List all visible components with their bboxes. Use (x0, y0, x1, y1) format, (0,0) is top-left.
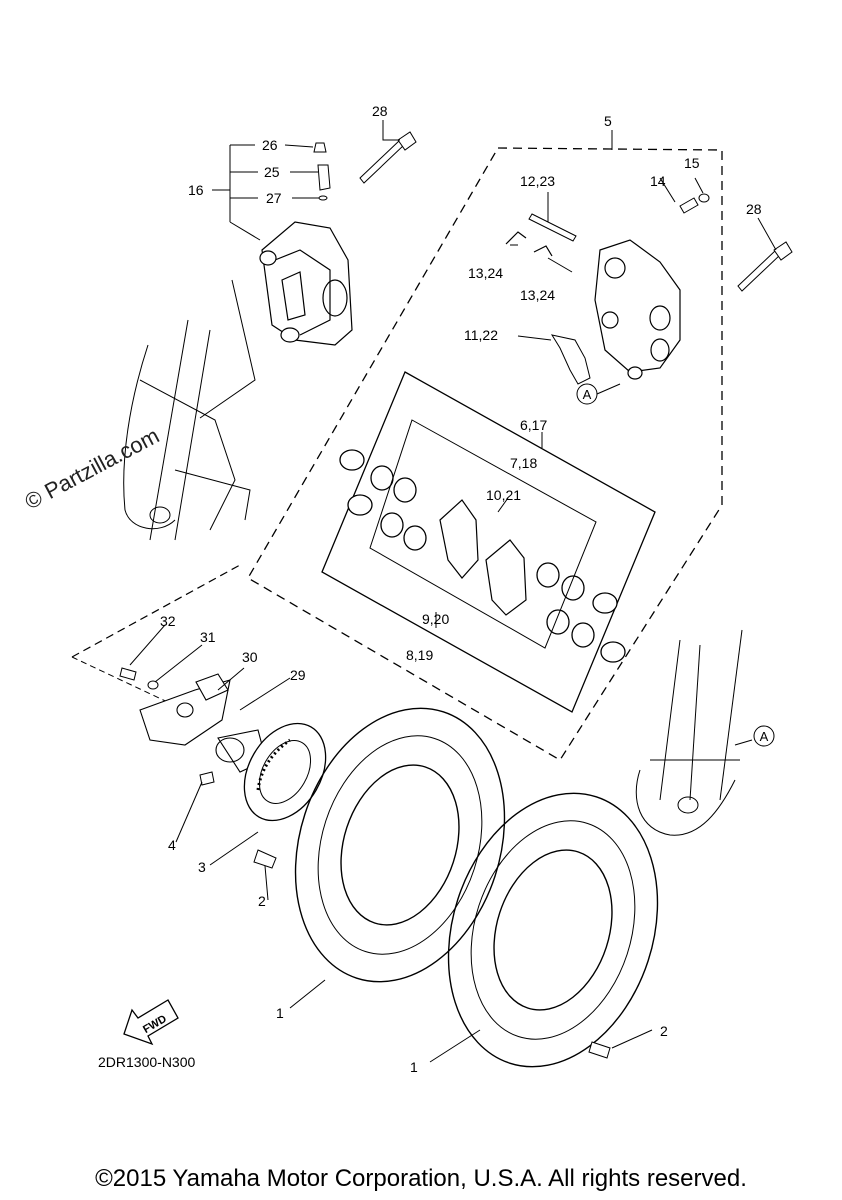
callout-11-22: 11,22 (464, 327, 498, 343)
callout-13-24-lower: 13,24 (520, 287, 555, 303)
brake-pad-left (439, 499, 479, 579)
copyright-notice: ©2015 Yamaha Motor Corporation, U.S.A. A… (95, 1165, 747, 1192)
pin-clip-lower (533, 245, 553, 257)
brake-pad-right (485, 539, 527, 616)
callout-12-23: 12,23 (520, 173, 555, 189)
reference-marker-a-lower-text: A (760, 729, 769, 744)
callout-8-19: 8,19 (406, 647, 433, 663)
callout-4: 4 (168, 837, 176, 853)
pad-spring (550, 334, 591, 385)
sensor-rotor (243, 722, 327, 822)
callout-13-24-upper: 13,24 (468, 265, 503, 281)
pistons-and-seals (339, 449, 626, 663)
callout-2-front: 2 (258, 893, 266, 909)
callout-30: 30 (242, 649, 258, 665)
left-fork-illustration (123, 279, 256, 541)
callout-1-front: 1 (276, 1005, 284, 1021)
reference-marker-a-upper-text: A (583, 387, 592, 402)
callout-10-21: 10,21 (486, 487, 521, 503)
partzilla-watermark: © Partzilla.com (21, 423, 164, 515)
forward-arrow: FWD (123, 999, 179, 1046)
disc-bolt-front (253, 849, 277, 869)
caliper-bolt-left (359, 131, 417, 184)
sensor-washer (147, 680, 159, 690)
left-brake-caliper (259, 221, 353, 346)
callout-16: 16 (188, 182, 204, 198)
bleed-screw (679, 197, 699, 214)
callout-9-20: 9,20 (422, 611, 449, 627)
callout-32: 32 (160, 613, 176, 629)
rotor-screw (199, 771, 215, 786)
disc-bolt-rear (588, 1041, 611, 1059)
callout-28-right: 28 (746, 201, 762, 217)
callout-6-17: 6,17 (520, 417, 547, 433)
sensor-bolt (119, 667, 137, 681)
callout-1-rear: 1 (410, 1059, 418, 1075)
caliper-group-dashed-outline (247, 147, 723, 761)
pad-pin (528, 213, 577, 242)
callout-2-rear: 2 (660, 1023, 668, 1039)
reference-marker-a-upper (576, 383, 598, 405)
callout-14: 14 (650, 173, 666, 189)
bleed-cap (698, 193, 710, 203)
caliper-bolt-right (737, 241, 793, 292)
callout-31: 31 (200, 629, 216, 645)
callout-29: 29 (290, 667, 306, 683)
callout-3: 3 (198, 859, 206, 875)
leader-lines (129, 120, 777, 1063)
brake-disc-front (294, 707, 506, 983)
sensor-bracket (139, 673, 267, 773)
callout-7-18: 7,18 (510, 455, 537, 471)
callout-5: 5 (604, 113, 612, 129)
callout-25: 25 (264, 164, 280, 180)
callout-15: 15 (684, 155, 700, 171)
callout-28-left: 28 (372, 103, 388, 119)
reference-marker-a-lower (753, 725, 775, 747)
right-brake-caliper (594, 239, 681, 380)
sensor-group-leader (71, 564, 241, 658)
right-fork-illustration (635, 629, 743, 836)
callout-26: 26 (262, 137, 278, 153)
pin-clip-upper (505, 231, 527, 245)
brake-disc-rear (447, 792, 659, 1068)
callout-27: 27 (266, 190, 282, 206)
diagram-part-code: 2DR1300-N300 (98, 1054, 195, 1070)
